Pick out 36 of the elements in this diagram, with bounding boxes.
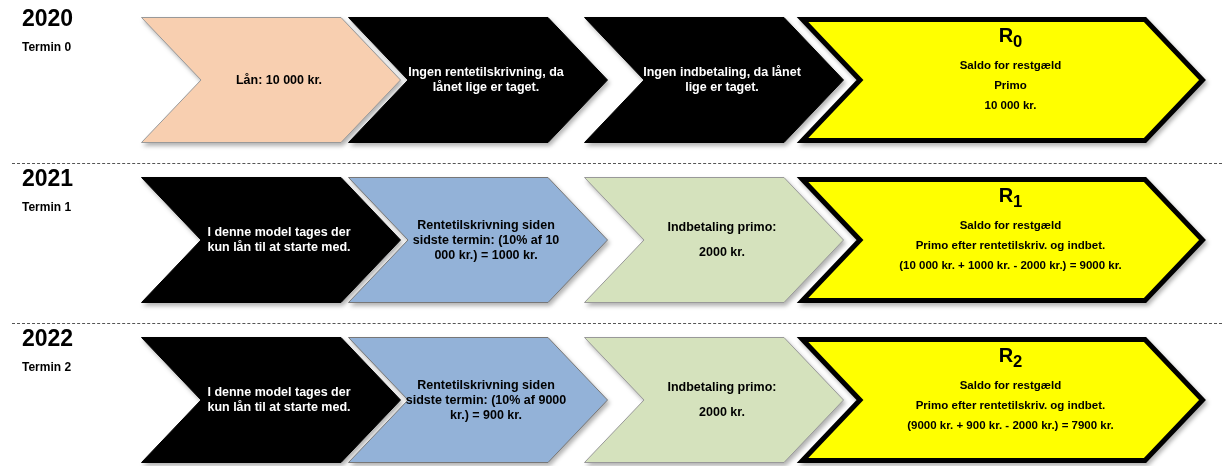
step-heading: R$_{0}$ bbox=[998, 23, 1023, 52]
step-text: Indbetaling primo: bbox=[667, 380, 777, 395]
step-text: Primo efter rentetilskriv. og indbet. bbox=[915, 238, 1106, 253]
step-heading: R$_{2}$ bbox=[998, 343, 1023, 372]
chevron-step bbox=[141, 177, 401, 303]
chevron-step bbox=[584, 177, 844, 303]
chevron-step bbox=[141, 337, 401, 463]
chevron-step bbox=[141, 17, 401, 143]
step-text: 2000 kr. bbox=[699, 405, 745, 420]
year-label: 2020 bbox=[22, 5, 74, 32]
step-text: Rentetilskrivning siden sidste termin: (10% af 10 000 kr.) = 1000 kr. bbox=[411, 217, 561, 263]
step-text: Saldo for restgæld bbox=[959, 379, 1062, 393]
step-text: I denne model tages der kun lån til at starte med. bbox=[206, 225, 352, 255]
step-text: Saldo for restgæld bbox=[959, 219, 1062, 233]
chevron-step bbox=[584, 337, 844, 463]
step-text: 2000 kr. bbox=[699, 245, 745, 260]
chevron-step bbox=[584, 17, 844, 143]
step-text: Rentetilskrivning siden sidste termin: (10% af 9000 kr.) = 900 kr. bbox=[404, 377, 568, 423]
step-text: Ingen rentetilskrivning, da lånet lige er taget. bbox=[407, 65, 565, 95]
step-text: Primo bbox=[994, 78, 1027, 93]
step-text: Indbetaling primo: bbox=[667, 220, 777, 235]
step-text: 10 000 kr. bbox=[984, 98, 1037, 113]
term-label: Termin 2 bbox=[22, 360, 72, 374]
term-label: Termin 0 bbox=[22, 40, 72, 54]
step-text: Lån: 10 000 kr. bbox=[235, 72, 323, 88]
step-heading: R$_{1}$ bbox=[998, 183, 1023, 212]
step-text: Primo efter rentetilskriv. og indbet. bbox=[915, 398, 1106, 413]
chevron-step bbox=[348, 17, 608, 143]
step-text: I denne model tages der kun lån til at starte med. bbox=[206, 385, 352, 415]
step-text: (10 000 kr. + 1000 kr. - 2000 kr.) = 9000 kr. bbox=[899, 258, 1122, 273]
step-text: (9000 kr. + 900 kr. - 2000 kr.) = 7900 kr. bbox=[907, 418, 1114, 433]
step-text: Saldo for restgæld bbox=[959, 59, 1062, 73]
year-label: 2021 bbox=[22, 165, 74, 192]
term-label: Termin 1 bbox=[22, 200, 72, 214]
year-label: 2022 bbox=[22, 325, 74, 352]
step-text: Ingen indbetaling, da lånet lige er taget. bbox=[642, 65, 802, 95]
